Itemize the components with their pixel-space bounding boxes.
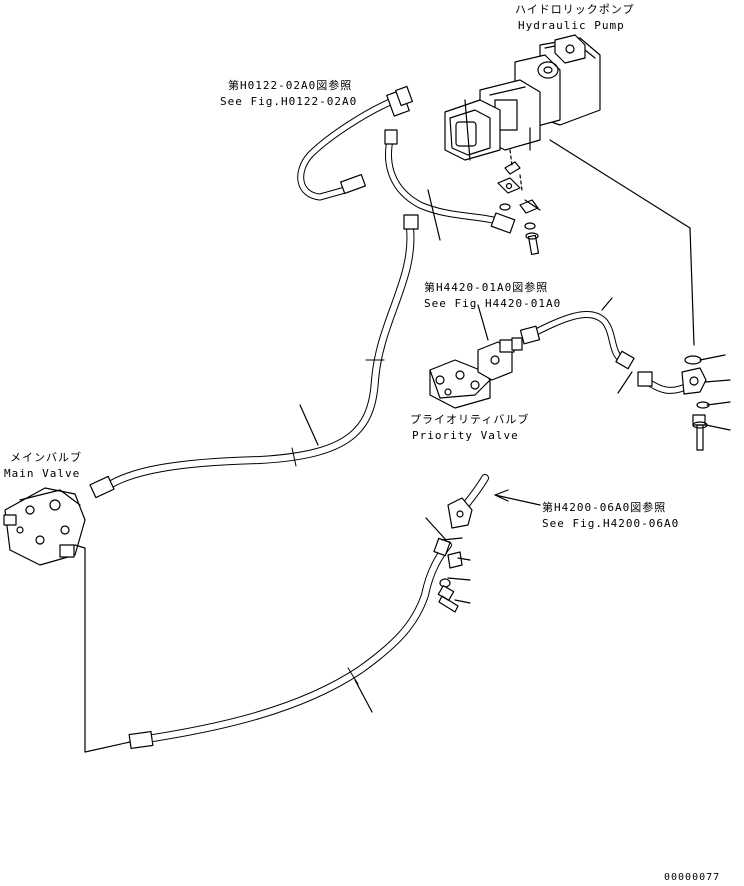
- hose-upper-elbow[interactable]: [297, 85, 413, 201]
- hose-priority-valve[interactable]: [519, 310, 635, 370]
- hydraulic-pump-label-jp: ハイドロリックポンプ: [515, 3, 635, 16]
- leader-pump-2: [689, 227, 695, 346]
- hose-main-supply[interactable]: [89, 214, 419, 499]
- hydraulic-pump[interactable]: [444, 34, 601, 191]
- leader-pump-1: [549, 139, 691, 229]
- return-fitting-parts: [425, 517, 471, 613]
- pump-fitting-parts: [497, 161, 540, 255]
- hose-return-upper[interactable]: [447, 474, 489, 529]
- hydraulic-pump-label-en: Hydraulic Pump: [518, 19, 625, 32]
- leader-hose-main: [299, 404, 319, 446]
- leader-hose-2: [427, 189, 441, 241]
- main-valve-label-jp: メインバルブ: [10, 451, 82, 464]
- ref-h4420-label-en[interactable]: See Fig H4420-01A0: [424, 297, 562, 310]
- leader-h4420: [477, 304, 489, 341]
- hose-pump-elbow-right[interactable]: [637, 367, 707, 395]
- priority-valve-label-jp: プライオリティバルブ: [410, 413, 530, 426]
- ref-h4200-label-en[interactable]: See Fig.H4200-06A0: [542, 517, 680, 530]
- priority-valve[interactable]: [429, 337, 523, 409]
- leader-bolt: [524, 199, 541, 211]
- main-valve[interactable]: [3, 487, 86, 566]
- hose-pump-to-fitting[interactable]: [384, 129, 516, 234]
- main-valve-label-en: Main Valve: [4, 467, 81, 480]
- drawing-number: 00000077: [664, 872, 721, 883]
- priority-valve-label-en: Priority Valve: [412, 429, 519, 442]
- right-fitting-parts: [617, 354, 731, 451]
- ref-h4200-label-jp[interactable]: 第H4200-06A0図参照: [542, 501, 667, 514]
- ref-h4420-label-jp[interactable]: 第H4420-01A0図参照: [424, 281, 549, 294]
- leader-hose-pv: [601, 297, 613, 311]
- leader-return: [354, 679, 373, 713]
- hose-return[interactable]: [128, 541, 452, 750]
- ref-h0122-label-en[interactable]: See Fig.H0122-02A0: [220, 95, 358, 108]
- return-connector-line: [74, 544, 131, 753]
- leader-h4200: [494, 489, 541, 506]
- ref-h0122-label-jp[interactable]: 第H0122-02A0図参照: [228, 79, 353, 92]
